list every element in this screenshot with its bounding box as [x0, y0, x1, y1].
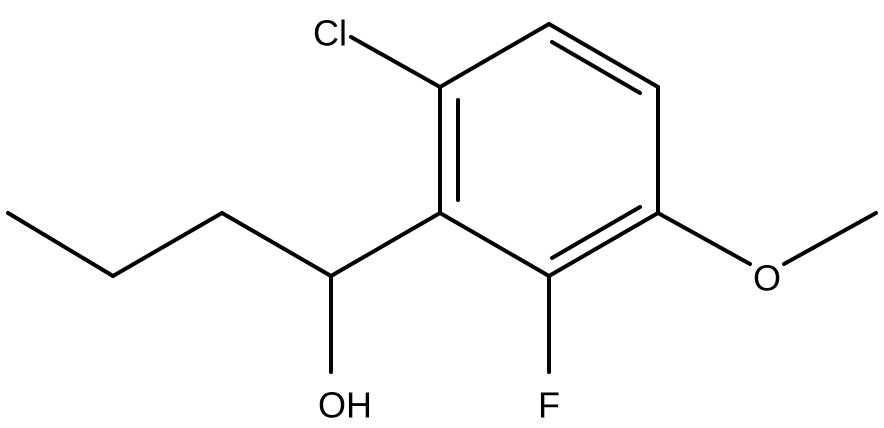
bond-carbinol-ch2 — [220, 211, 333, 278]
ring-bond-c1-c2 — [438, 22, 551, 89]
ring-double-bond-c4-c5 — [550, 205, 642, 260]
bond-c6-carbinol — [329, 211, 442, 278]
bond-ch2-ch3 — [6, 211, 115, 278]
bond-c1-cl — [349, 35, 442, 89]
bond-ch2-ch2 — [111, 211, 224, 278]
bond-o-methyl — [782, 211, 878, 266]
hydroxyl-label: OH — [318, 385, 372, 426]
chlorine-label: Cl — [313, 13, 347, 54]
bond-c4-o — [656, 211, 752, 266]
ring-bond-c2-c3 — [547, 22, 660, 89]
ring-double-bond-c2-c3 — [550, 40, 642, 95]
ring-bond-c4-c5 — [547, 211, 660, 278]
ring-bond-c5-c6 — [438, 211, 551, 278]
methoxy-oxygen-label: O — [753, 258, 781, 299]
fluorine-label: F — [538, 385, 560, 426]
